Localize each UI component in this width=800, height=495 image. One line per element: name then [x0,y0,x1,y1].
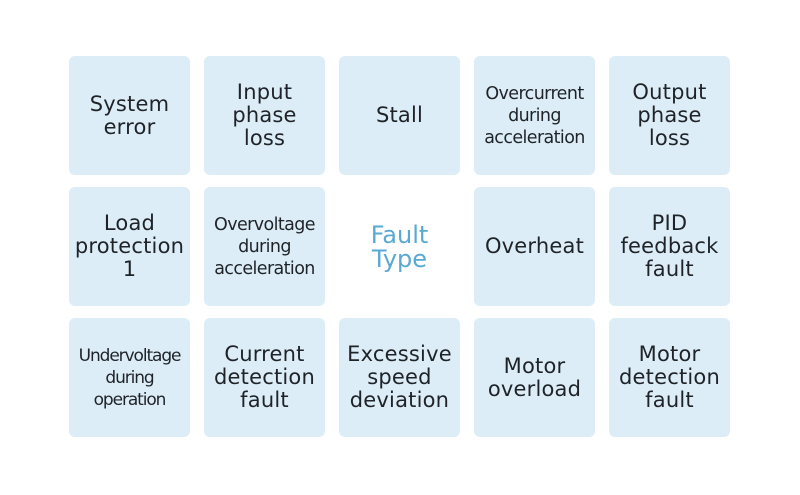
fault-tile-motor-overload: Motor overload [474,318,595,437]
fault-tile-motor-detection-fault: Motor detection fault [609,318,730,437]
fault-type-grid: System error Input phase loss Stall Over… [69,56,730,437]
fault-tile-overcurrent-during-acceleration: Overcurrent during acceleration [474,56,595,175]
fault-tile-excessive-speed-deviation: Excessive speed deviation [339,318,460,437]
fault-tile-overvoltage-during-acceleration: Overvoltage during acceleration [204,187,325,306]
fault-tile-undervoltage-during-operation: Undervoltage during operation [69,318,190,437]
fault-tile-current-detection-fault: Current detection fault [204,318,325,437]
fault-tile-pid-feedback-fault: PID feedback fault [609,187,730,306]
fault-tile-input-phase-loss: Input phase loss [204,56,325,175]
fault-tile-system-error: System error [69,56,190,175]
fault-tile-stall: Stall [339,56,460,175]
fault-tile-overheat: Overheat [474,187,595,306]
center-label-fault-type: Fault Type [370,220,429,273]
fault-tile-output-phase-loss: Output phase loss [609,56,730,175]
fault-tile-load-protection-1: Load protection 1 [69,187,190,306]
